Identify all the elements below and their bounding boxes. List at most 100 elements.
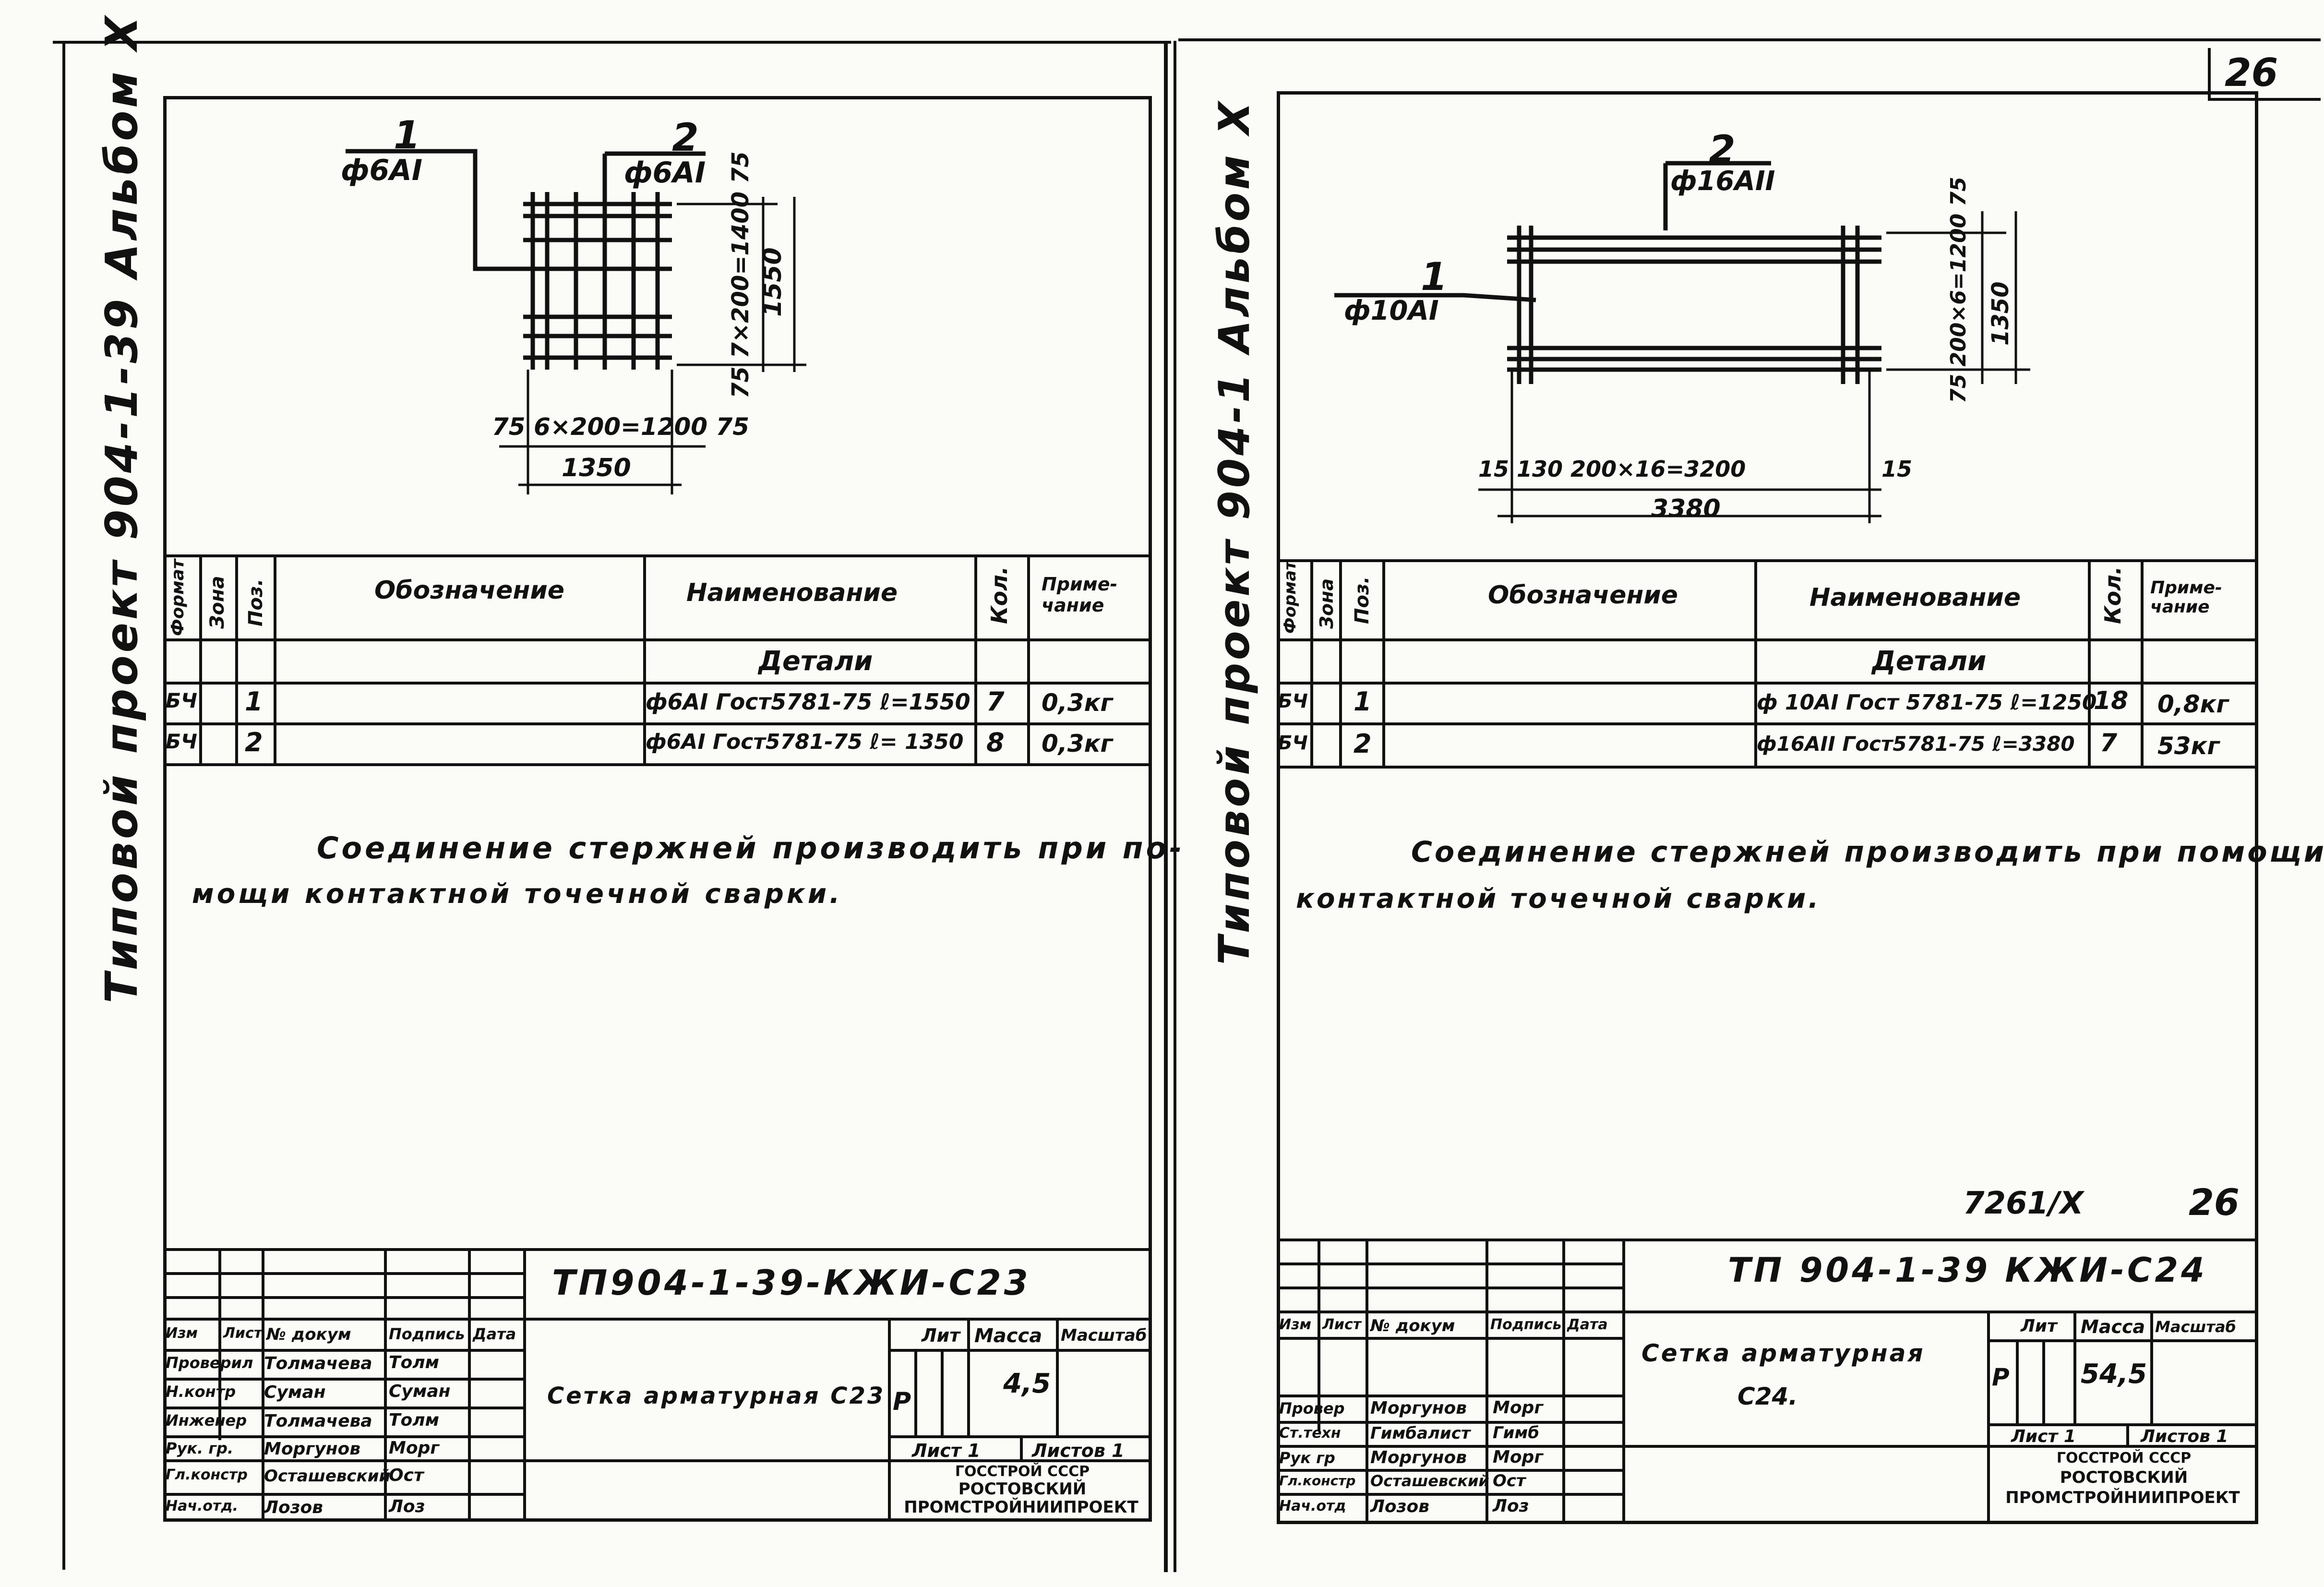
right-stamp-h-date: Дата <box>1567 1316 1608 1333</box>
left-stamp-role-2: Н.контр <box>166 1383 236 1401</box>
right-row1-name: ф 10AI Гост 5781-75 ℓ=1250 <box>1757 690 2097 715</box>
page-number: 26 <box>2225 50 2278 95</box>
left-stamp-name-3: Толмачева <box>264 1411 372 1431</box>
left-row1-pos: 1 <box>245 686 263 717</box>
left-stamp-role-5: Гл.констр <box>166 1467 248 1483</box>
left-th-qty: Кол. <box>986 566 1012 624</box>
left-row1-qty: 7 <box>986 686 1005 717</box>
left-stamp-lit: Р <box>893 1387 911 1416</box>
right-dim-horizontal-total: 3380 <box>1651 494 1721 523</box>
right-stamp-h-list: Лист <box>1322 1316 1362 1333</box>
right-stamp-sign-2: Гимб <box>1493 1423 1540 1443</box>
left-note-line1: Соединение стержней производить при по- <box>317 830 1185 866</box>
right-stamp-role-1: Провер <box>1279 1399 1345 1418</box>
sheet-top-rule-right <box>1178 38 2321 41</box>
left-stamp-role-6: Нач.отд. <box>166 1498 238 1515</box>
left-edge-line <box>62 43 65 1570</box>
left-row1-name: ф6AI Гост5781-75 ℓ=1550 <box>646 689 970 715</box>
left-stamp-h-list: Лист <box>223 1325 263 1342</box>
left-stamp-org2: РОСТОВСКИЙ <box>958 1479 1087 1499</box>
page-number-box <box>2208 48 2321 101</box>
right-stamp-sign-1: Морг <box>1493 1398 1544 1418</box>
right-stamp-code: ТП 904-1-39 КЖИ-С24 <box>1728 1250 2207 1290</box>
right-th-note: Приме-чание <box>2150 578 2222 617</box>
left-stamp-sign-5: Ост <box>389 1466 424 1485</box>
right-callout-2-number: 2 <box>1709 127 1736 172</box>
left-stamp-name-1: Толмачева <box>264 1354 372 1373</box>
left-row1-note: 0,3кг <box>1042 689 1113 717</box>
left-stamp-title: Сетка арматурная С23 <box>547 1383 886 1409</box>
left-stamp-role-3: Инженер <box>166 1411 247 1430</box>
left-side-label: Типовой проект 904-1-39 Альбом X <box>96 13 147 1003</box>
left-stamp-sign-1: Толм <box>389 1353 440 1372</box>
right-stamp-role-4: Гл.констр <box>1279 1473 1356 1489</box>
left-dim-vertical-total: 1550 <box>758 247 787 317</box>
left-th-note: Приме-чание <box>1042 574 1118 616</box>
right-row1-qty: 18 <box>2094 686 2129 715</box>
left-stamp-h-izm: Изм <box>166 1325 198 1342</box>
right-row2-name: ф16AII Гост5781-75 ℓ=3380 <box>1757 732 2075 756</box>
right-callout-1-bar: ф10AI <box>1344 295 1439 326</box>
left-stamp-name-2: Суман <box>264 1383 326 1402</box>
left-callout-2-bar: ф6AI <box>624 156 706 190</box>
right-stamp-role-2: Ст.техн <box>1279 1425 1341 1442</box>
right-stamp-name-4: Осташевский <box>1370 1472 1489 1490</box>
left-stamp-role-1: Проверил <box>166 1354 253 1372</box>
left-row2-qty: 8 <box>986 727 1005 757</box>
left-note-line2: мощи контактной точечной сварки. <box>192 878 843 910</box>
right-archive-number: 7261/X <box>1963 1186 2084 1221</box>
right-stamp-lit-label: Лит <box>2021 1316 2057 1336</box>
right-stamp-mass-label: Масса <box>2081 1316 2145 1337</box>
right-row2-note: 53кг <box>2157 732 2220 760</box>
right-dim-horizontal-chain: 15 130 200×16=3200 <box>1478 456 1746 482</box>
left-stamp-role-4: Рук. гр. <box>166 1439 234 1457</box>
left-th-name: Наименование <box>686 578 898 607</box>
right-th-zone: Зона <box>1316 578 1337 629</box>
right-fold-line <box>1174 41 1176 1572</box>
right-row1-pos: 1 <box>1354 686 1372 717</box>
left-frame <box>163 96 1152 1522</box>
left-row1-format: БЧ <box>166 689 197 712</box>
left-stamp-name-5: Осташевский <box>264 1467 391 1486</box>
left-row2-pos: 2 <box>245 727 263 757</box>
right-stamp-sheet: Лист 1 <box>2011 1427 2076 1446</box>
right-dim-horizontal-end: 15 <box>1881 456 1913 482</box>
left-stamp-sign-4: Морг <box>389 1438 440 1458</box>
left-stamp-scale-label: Масштаб <box>1061 1326 1147 1345</box>
right-note-line2: контактной точечной сварки. <box>1296 883 1821 914</box>
right-stamp-h-sign: Подпись <box>1490 1316 1562 1333</box>
right-sheet-number: 26 <box>2189 1181 2240 1224</box>
left-row2-name: ф6AI Гост5781-75 ℓ= 1350 <box>646 730 964 754</box>
right-row1-note: 0,8кг <box>2157 690 2229 718</box>
left-stamp-lit-label: Лит <box>922 1325 960 1346</box>
left-section-details: Детали <box>758 646 873 677</box>
right-th-pos: Поз. <box>1351 576 1373 624</box>
right-section-details: Детали <box>1872 646 1987 677</box>
right-frame <box>1277 91 2258 1524</box>
right-stamp-role-3: Рук гр <box>1279 1449 1335 1467</box>
left-stamp-sheets: Листов 1 <box>1032 1440 1125 1461</box>
left-stamp-sign-3: Толм <box>389 1410 440 1430</box>
center-fold-line <box>1164 41 1168 1572</box>
left-th-format: Формат <box>168 559 188 636</box>
left-stamp-mass: 4,5 <box>1003 1368 1051 1399</box>
right-row2-format: БЧ <box>1278 732 1308 754</box>
left-callout-1-number: 1 <box>394 113 420 157</box>
right-stamp-name-1: Моргунов <box>1370 1398 1467 1418</box>
left-th-pos: Поз. <box>245 578 267 626</box>
right-row1-format: БЧ <box>1278 690 1308 712</box>
left-th-zone: Зона <box>206 576 228 629</box>
left-stamp-sheet: Лист 1 <box>912 1440 981 1461</box>
right-stamp-h-izm: Изм <box>1279 1316 1312 1333</box>
left-stamp-h-sign: Подпись <box>389 1325 465 1343</box>
right-stamp-sign-3: Морг <box>1493 1447 1544 1467</box>
left-stamp-org3: ПРОМСТРОЙНИИПРОЕКТ <box>904 1498 1138 1517</box>
left-stamp-h-date: Дата <box>473 1325 516 1343</box>
right-stamp-name-5: Лозов <box>1370 1497 1430 1516</box>
left-stamp-sign-6: Лоз <box>389 1497 425 1516</box>
left-row2-format: БЧ <box>166 730 197 753</box>
left-dim-horizontal-chain: 75 6×200=1200 75 <box>492 413 750 441</box>
sheet-top-rule <box>53 41 1171 44</box>
right-th-format: Формат <box>1281 561 1300 634</box>
right-side-label: Типовой проект 904-1 Альбом X <box>1210 99 1259 965</box>
